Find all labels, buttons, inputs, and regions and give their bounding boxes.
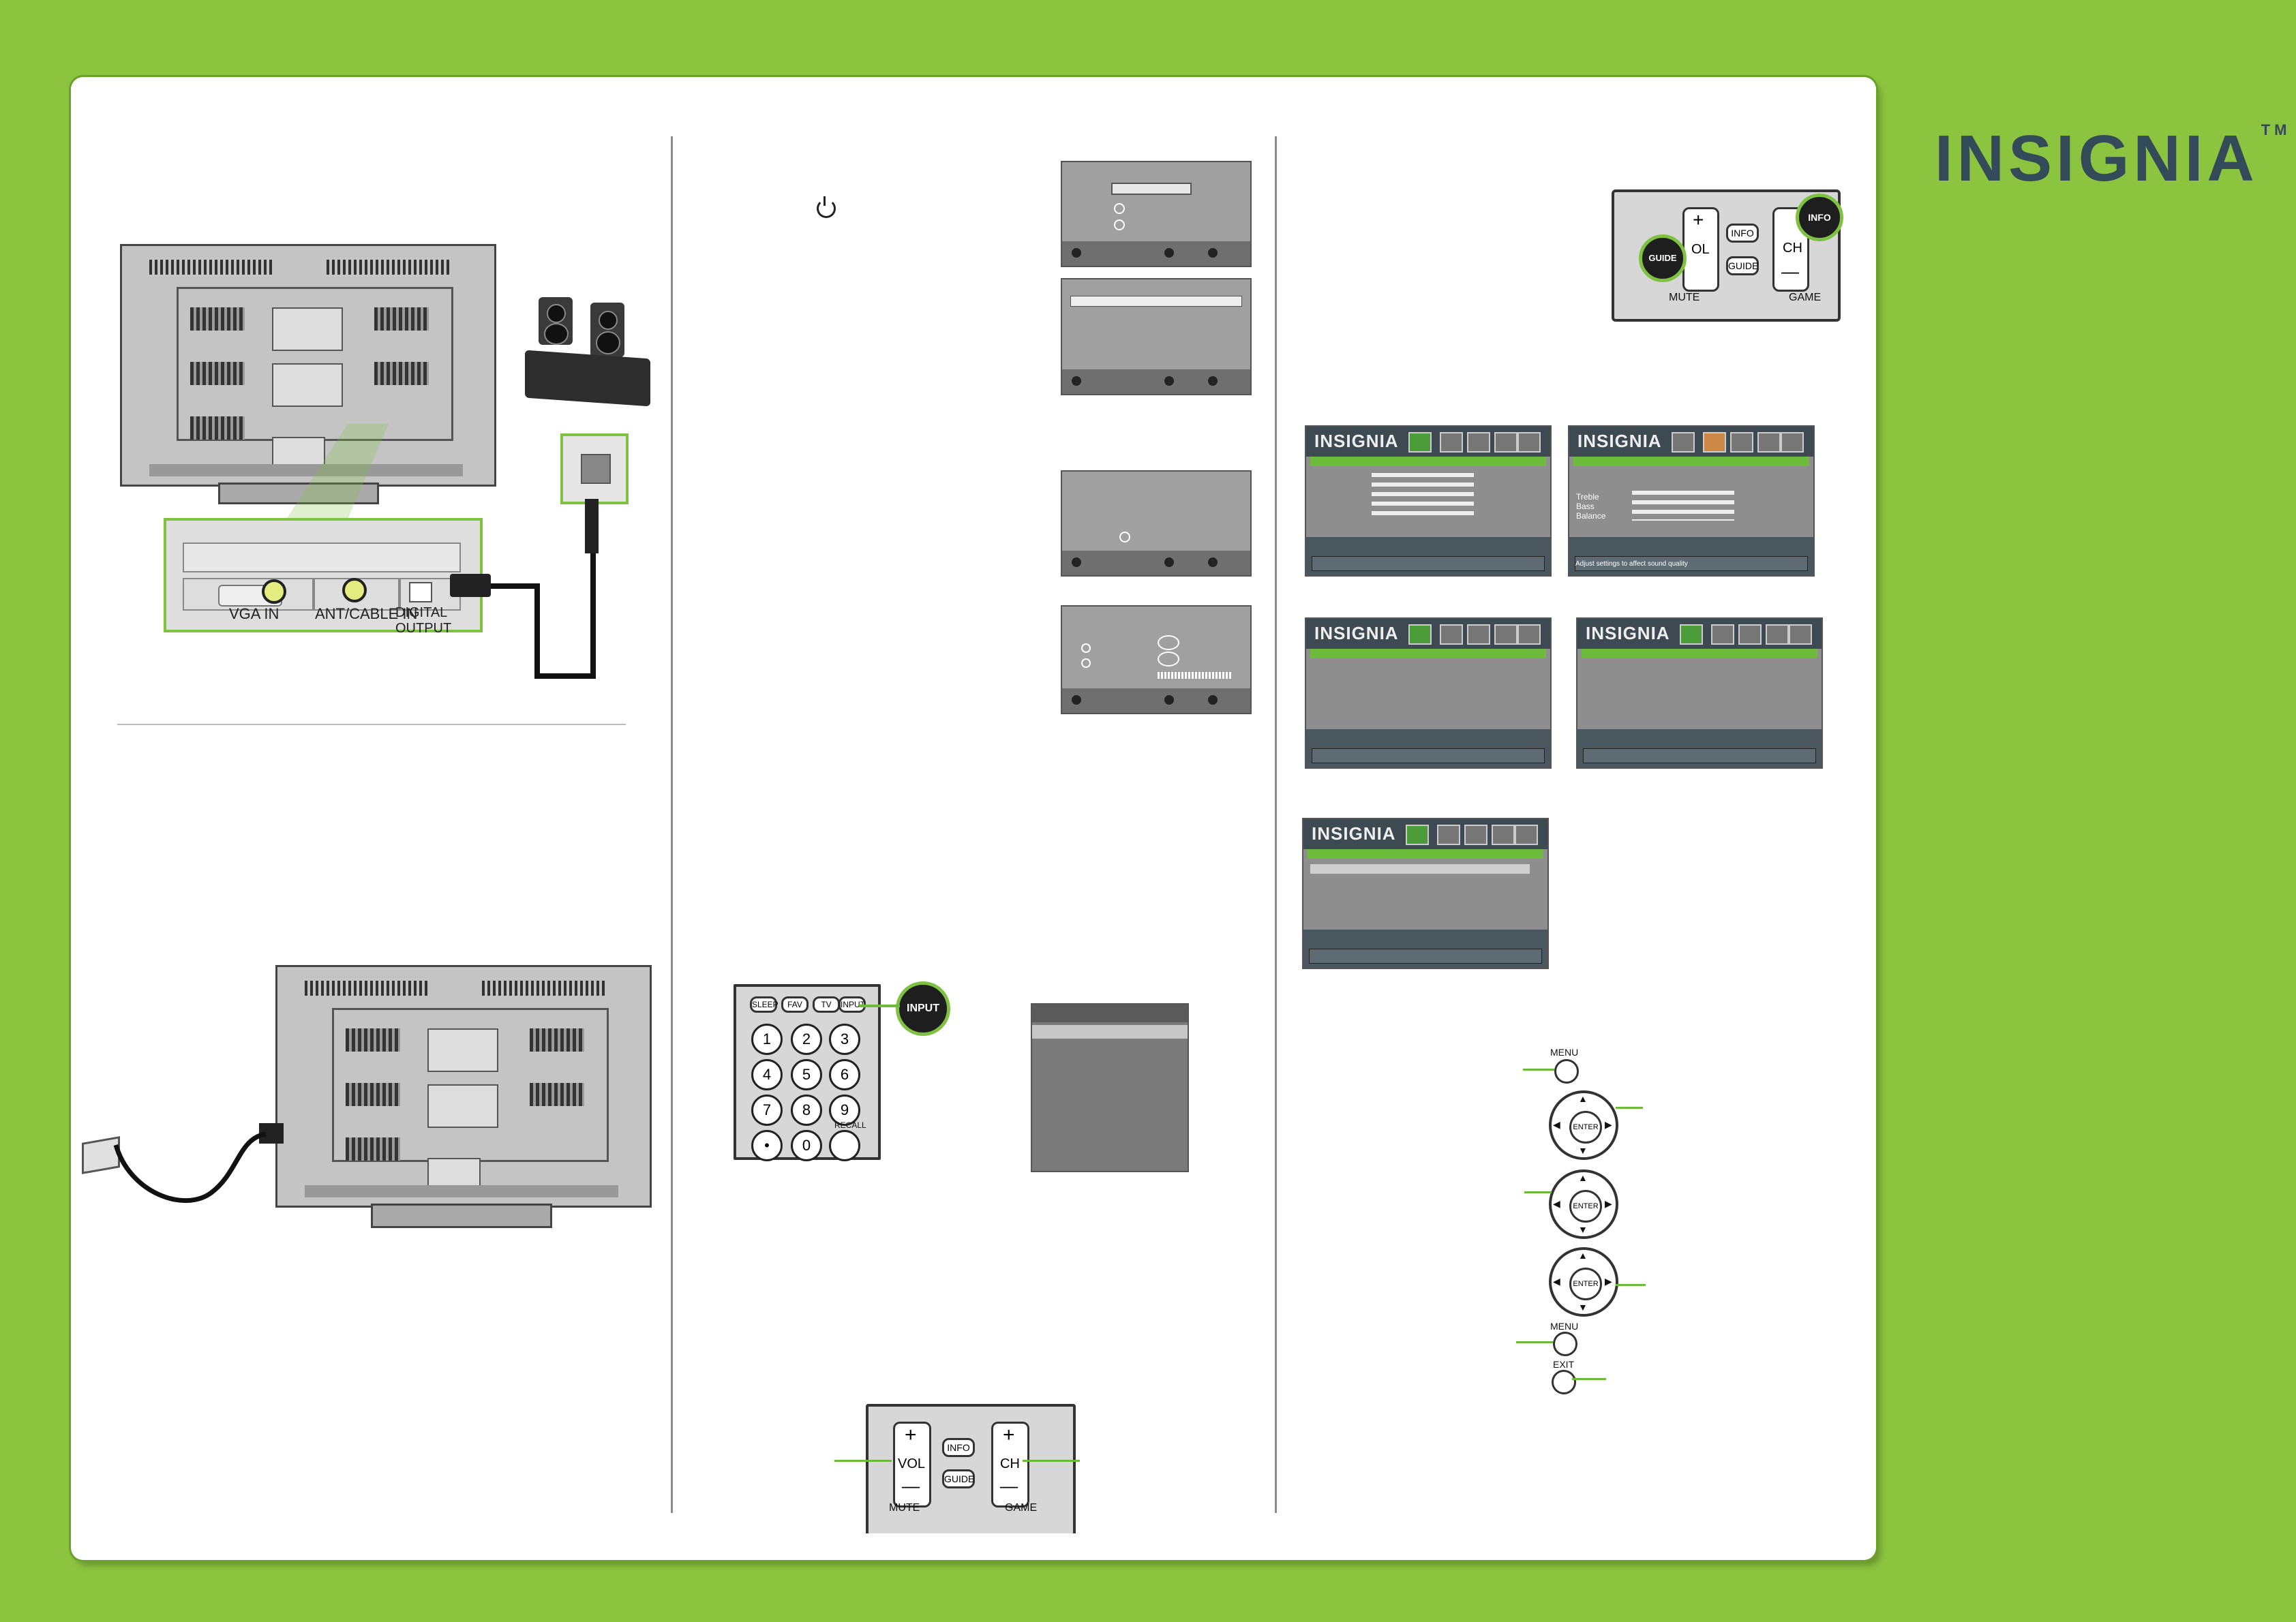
ant-cable-in-label: ANT/CABLE IN <box>315 605 418 622</box>
menu-label-2: MENU <box>1550 1321 1579 1332</box>
recall-label: RECALL <box>834 1120 866 1130</box>
menu-label-1: MENU <box>1550 1047 1579 1058</box>
optical-plug <box>585 499 599 553</box>
fav-button[interactable]: FAV <box>781 996 809 1013</box>
num-0-button[interactable]: 0 <box>791 1130 822 1161</box>
optical-cable-vertical <box>590 553 596 679</box>
treble-label: Treble <box>1576 492 1599 502</box>
menu-button-2[interactable] <box>1553 1332 1577 1356</box>
dot-button[interactable]: • <box>751 1130 783 1161</box>
menu-screen-audio: INSIGNIA Treble Bass Balance Adjust sett… <box>1568 425 1815 577</box>
num-4-button[interactable]: 4 <box>751 1059 783 1090</box>
guide-button[interactable]: GUIDE <box>942 1469 975 1488</box>
recall-button[interactable] <box>829 1130 860 1161</box>
num-6-button[interactable]: 6 <box>829 1059 860 1090</box>
vol-rocker[interactable]: + VOL — <box>893 1422 931 1508</box>
enter-button-1[interactable]: ENTER <box>1569 1111 1602 1144</box>
tv-back-1 <box>120 244 496 487</box>
mute-label: MUTE <box>889 1502 920 1514</box>
menu-callout-line-1 <box>1523 1069 1554 1071</box>
optical-cable-bottom <box>534 673 596 679</box>
tv-stand-2 <box>371 1204 552 1228</box>
osd-screen-2 <box>1061 278 1252 395</box>
nav-callout-line-3 <box>1616 1284 1646 1286</box>
ch-rocker[interactable]: + CH — <box>991 1422 1029 1508</box>
menu-screen-3: INSIGNIA <box>1305 617 1552 769</box>
exit-button[interactable] <box>1552 1370 1576 1394</box>
num-5-button[interactable]: 5 <box>791 1059 822 1090</box>
nav-callout-line-2 <box>1524 1191 1552 1193</box>
power-cord <box>113 1131 267 1204</box>
game-label-2: GAME <box>1789 292 1822 303</box>
remote-vol-ch: + VOL — + CH — INFO GUIDE MUTE GAME <box>866 1404 1076 1533</box>
enter-button-2[interactable]: ENTER <box>1569 1190 1602 1223</box>
game-label: GAME <box>1005 1502 1038 1514</box>
exit-callout-line <box>1572 1378 1606 1380</box>
speaker-left <box>539 297 573 345</box>
num-9-button[interactable]: 9 <box>829 1095 860 1126</box>
optical-cable-top <box>491 583 540 589</box>
info-button-2[interactable]: INFO <box>1726 224 1759 243</box>
info-button[interactable]: INFO <box>942 1438 975 1457</box>
input-callout-line <box>859 1005 900 1007</box>
nav-pad-1[interactable]: ENTER ▲▼ ◀▶ <box>1549 1090 1618 1160</box>
vol-callout-line <box>834 1460 892 1462</box>
ch-callout-line <box>1023 1460 1080 1462</box>
guide-button-2[interactable]: GUIDE <box>1726 256 1759 275</box>
tv-back-2 <box>275 965 652 1208</box>
input-source-screen <box>1031 1003 1189 1172</box>
exit-label: EXIT <box>1553 1359 1575 1370</box>
osd-screen-1 <box>1061 161 1252 267</box>
guide-callout: GUIDE <box>1639 234 1687 282</box>
remote-number-pad: SLEEP FAV TV INPUT 1 2 3 4 5 6 7 8 9 • 0… <box>734 984 881 1161</box>
menu-button-1[interactable] <box>1554 1059 1579 1084</box>
num-2-button[interactable]: 2 <box>791 1024 822 1055</box>
optical-cable-left <box>534 586 540 679</box>
osd-screen-3 <box>1061 470 1252 577</box>
menu-callout-line-2 <box>1516 1341 1553 1343</box>
ch-rocker-2[interactable]: CH — <box>1772 207 1809 292</box>
port-zoom-panel: VGA IN ANT/CABLE IN DIGITAL OUTPUT <box>164 518 483 636</box>
speaker-right <box>590 303 624 357</box>
av-receiver <box>525 350 650 407</box>
sleep-button[interactable]: SLEEP <box>750 996 779 1013</box>
nav-callout-line-1 <box>1616 1107 1643 1109</box>
num-1-button[interactable]: 1 <box>751 1024 783 1055</box>
info-callout: INFO <box>1796 194 1843 241</box>
num-7-button[interactable]: 7 <box>751 1095 783 1126</box>
menu-screen-picture: INSIGNIA <box>1305 425 1552 577</box>
balance-label: Balance <box>1576 511 1606 521</box>
power-icon-stem <box>824 196 826 206</box>
column-divider-2 <box>1275 136 1277 1513</box>
enter-button-3[interactable]: ENTER <box>1569 1268 1602 1300</box>
section-divider <box>117 724 626 725</box>
bass-label: Bass <box>1576 502 1595 511</box>
num-3-button[interactable]: 3 <box>829 1024 860 1055</box>
digital-output-label: DIGITAL OUTPUT <box>395 605 452 636</box>
input-callout: INPUT <box>896 981 950 1036</box>
menu-screen-5: INSIGNIA <box>1302 818 1549 969</box>
num-8-button[interactable]: 8 <box>791 1095 822 1126</box>
menu-screen-4: INSIGNIA <box>1576 617 1823 769</box>
tv-button[interactable]: TV <box>813 996 840 1013</box>
tv-stand-1 <box>218 483 379 504</box>
nav-pad-3[interactable]: ENTER ▲▼ ◀▶ <box>1549 1247 1618 1317</box>
power-icon <box>817 199 836 218</box>
vga-in-label: VGA IN <box>229 605 280 622</box>
nav-pad-2[interactable]: ENTER ▲▼ ◀▶ <box>1549 1169 1618 1239</box>
optical-port-zoom <box>560 433 629 504</box>
osd-screen-4 <box>1061 605 1252 714</box>
optical-plug-tv <box>450 574 491 597</box>
column-divider-1 <box>671 136 673 1513</box>
audio-status: Adjust settings to affect sound quality <box>1575 560 1688 568</box>
vol-rocker-2[interactable]: + OL <box>1682 207 1719 292</box>
mute-label-2: MUTE <box>1669 292 1700 303</box>
